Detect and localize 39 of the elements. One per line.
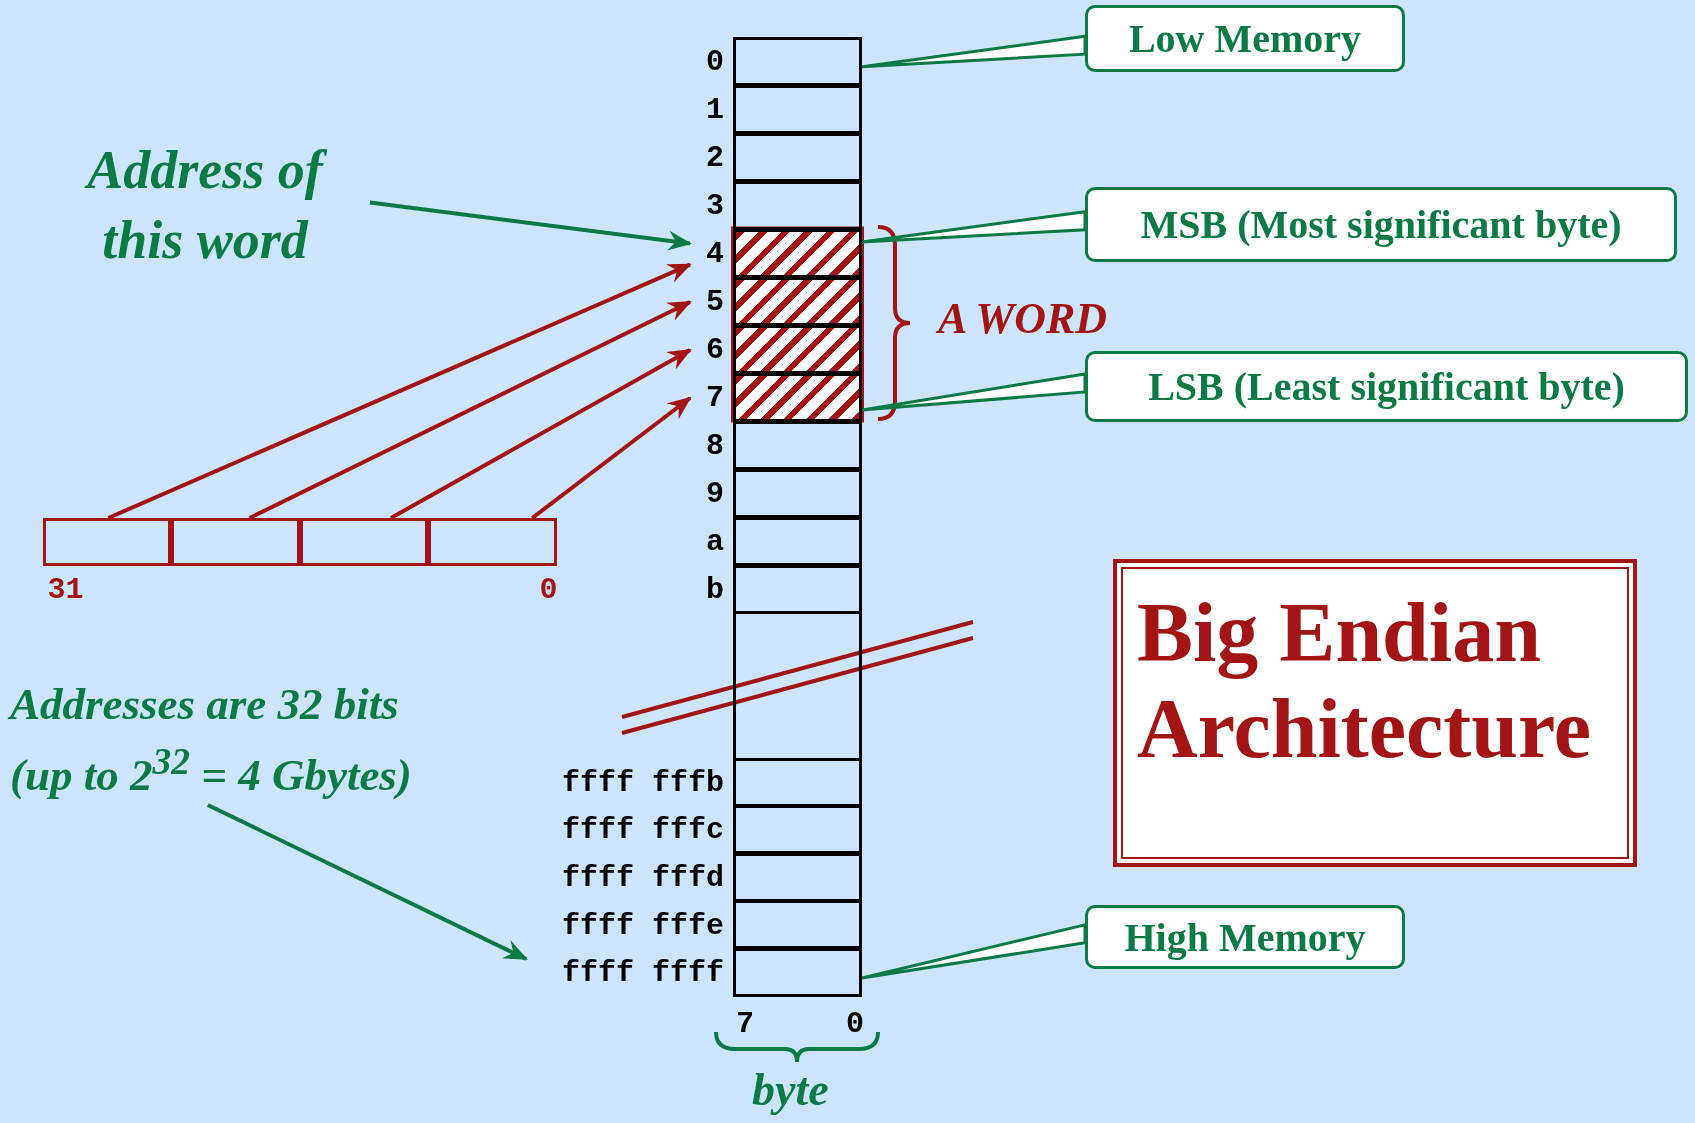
address-label: ffff fffe [561, 908, 724, 943]
label-text: byte [752, 1065, 829, 1116]
address-label: 8 [706, 429, 724, 463]
annotation-text: Address of this word [40, 135, 370, 285]
title-box: Big Endian Architecture [1113, 559, 1637, 867]
leader-line [860, 372, 1087, 412]
address-label: 5 [706, 285, 724, 319]
address-label: ffff ffff [561, 956, 724, 991]
bit-number: 7 [736, 1008, 754, 1041]
arrow [206, 803, 528, 961]
memory-gap [733, 614, 862, 759]
arrow [531, 396, 692, 520]
address-label: 9 [706, 477, 724, 511]
callout-box: MSB (Most significant byte) [1085, 187, 1677, 262]
leader-line [860, 922, 1087, 980]
address-label: 6 [706, 333, 724, 367]
address-label: 1 [706, 93, 724, 127]
address-label: ffff fffd [561, 861, 724, 895]
address-label: 3 [706, 189, 724, 223]
address-label: a [706, 525, 724, 559]
bit-number: 0 [539, 573, 558, 607]
register-field [299, 518, 428, 566]
address-label: ffff fffb [561, 765, 724, 800]
address-label: 2 [706, 141, 724, 175]
address-label: 0 [706, 45, 724, 79]
leader-line [860, 210, 1087, 244]
arrow [389, 348, 692, 520]
arrow [369, 200, 692, 251]
bit-number: 31 [47, 573, 84, 607]
bit-number: 0 [846, 1008, 864, 1041]
address-label: ffff fffc [561, 813, 724, 848]
register-field [171, 518, 300, 566]
address-label: 4 [706, 237, 724, 271]
arrow [248, 300, 692, 520]
address-label: 7 [706, 381, 724, 415]
arrow [107, 262, 692, 520]
leader-line [860, 34, 1087, 69]
address-label: b [706, 573, 724, 607]
callout-box: High Memory [1085, 905, 1405, 969]
